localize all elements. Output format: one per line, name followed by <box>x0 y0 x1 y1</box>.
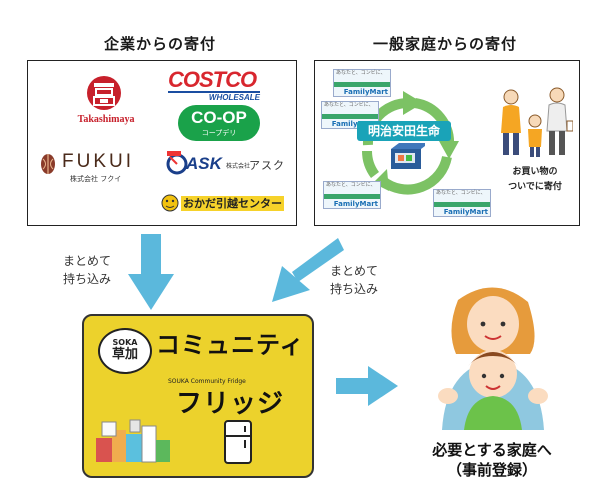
donation-box-icon <box>391 143 425 169</box>
soka-badge-top: SOKA <box>112 338 138 347</box>
recipient-label-line2: （事前登録） <box>446 461 537 479</box>
ask-kana-text: アスク <box>249 159 285 172</box>
fridge-title-line1: コミュニティ <box>156 331 305 359</box>
fridge-subtitle: SOUKA Community Fridge <box>168 378 246 385</box>
coop-logo: CO-OP コープデリ <box>178 105 260 141</box>
groceries-icon <box>96 419 170 463</box>
shopping-note-line1: お買い物の <box>512 167 558 177</box>
takashimaya-logo-icon <box>87 76 121 110</box>
familymart-store-bottom-left: あなたと、コンビに、 FamilyMart <box>323 181 381 209</box>
left-arrow-note-line2: 持ち込み <box>63 272 112 286</box>
left-arrow-note-line1: まとめて <box>63 254 112 268</box>
coop-logo-text: CO-OP <box>191 108 247 127</box>
shopping-note-line2: ついでに寄付 <box>508 182 562 192</box>
familymart-slogan: あなたと、コンビに、 <box>324 102 374 108</box>
okada-logo-text: おかだ引越センター <box>181 196 284 211</box>
familymart-store-bottom-right: あなたと、コンビに、 FamilyMart <box>433 189 491 217</box>
familymart-slogan: あなたと、コンビに、 <box>326 182 376 188</box>
soka-badge: SOKA 草加 <box>98 328 152 374</box>
ask-logo-text: ASK <box>186 154 222 173</box>
corporate-heading: 企業からの寄付 <box>103 35 216 53</box>
left-down-arrow-icon <box>128 234 174 310</box>
recipient-label: 必要とする家庭へ （事前登録） <box>402 440 582 480</box>
right-arrow-icon <box>336 366 398 406</box>
takashimaya-logo-text: Takashimaya <box>77 114 135 125</box>
community-fridge-card: SOKA 草加 コミュニティ SOUKA Community Fridge フリ… <box>82 314 314 478</box>
familymart-store-left: あなたと、コンビに、 FamilyMart <box>321 101 379 129</box>
right-arrow-note: まとめて 持ち込み <box>330 262 378 298</box>
refrigerator-icon <box>224 420 252 464</box>
ask-logo-icon <box>166 151 188 175</box>
costco-logo: COSTCO WHOLESALE <box>168 69 260 103</box>
household-heading: 一般家庭からの寄付 <box>372 35 517 53</box>
recipient-label-line1: 必要とする家庭へ <box>432 441 552 459</box>
right-diagonal-arrow-icon <box>272 238 344 302</box>
costco-logo-subtext: WHOLESALE <box>168 91 260 103</box>
fridge-title-line2: フリッジ <box>176 389 285 419</box>
familymart-slogan: あなたと、コンビに、 <box>436 190 486 196</box>
fukui-cacao-icon <box>41 154 55 174</box>
coop-logo-subtext: コープデリ <box>201 129 237 137</box>
familymart-store-top: あなたと、コンビに、 FamilyMart <box>333 69 391 97</box>
familymart-label: FamilyMart <box>333 200 378 208</box>
corporate-donor-panel: Takashimaya COSTCO WHOLESALE CO-OP コープデリ… <box>27 60 297 226</box>
household-donor-panel: あなたと、コンビに、 FamilyMart あなたと、コンビに、 FamilyM… <box>314 60 580 226</box>
shopping-note: お買い物の ついでに寄付 <box>495 165 575 195</box>
family-shopping-icon <box>501 87 573 157</box>
fukui-logo-subtext: 株式会社 フクイ <box>70 175 122 183</box>
okada-mascot-icon <box>161 194 179 212</box>
soka-badge-main: 草加 <box>111 347 138 362</box>
familymart-slogan: あなたと、コンビに、 <box>336 70 386 76</box>
familymart-label: FamilyMart <box>443 208 488 216</box>
right-arrow-note-line1: まとめて <box>330 264 379 278</box>
right-arrow-note-line2: 持ち込み <box>330 282 379 296</box>
mother-child-icon <box>438 287 548 430</box>
familymart-label: FamilyMart <box>343 88 388 96</box>
familymart-label: FamilyMart <box>331 120 376 128</box>
ask-company-text: 株式会社 <box>226 163 251 170</box>
meiji-yasuda-label: 明治安田生命 <box>357 121 451 141</box>
costco-logo-text: COSTCO <box>168 67 257 92</box>
left-arrow-note: まとめて 持ち込み <box>63 252 111 288</box>
fukui-logo-text: FUKUI <box>62 151 134 172</box>
